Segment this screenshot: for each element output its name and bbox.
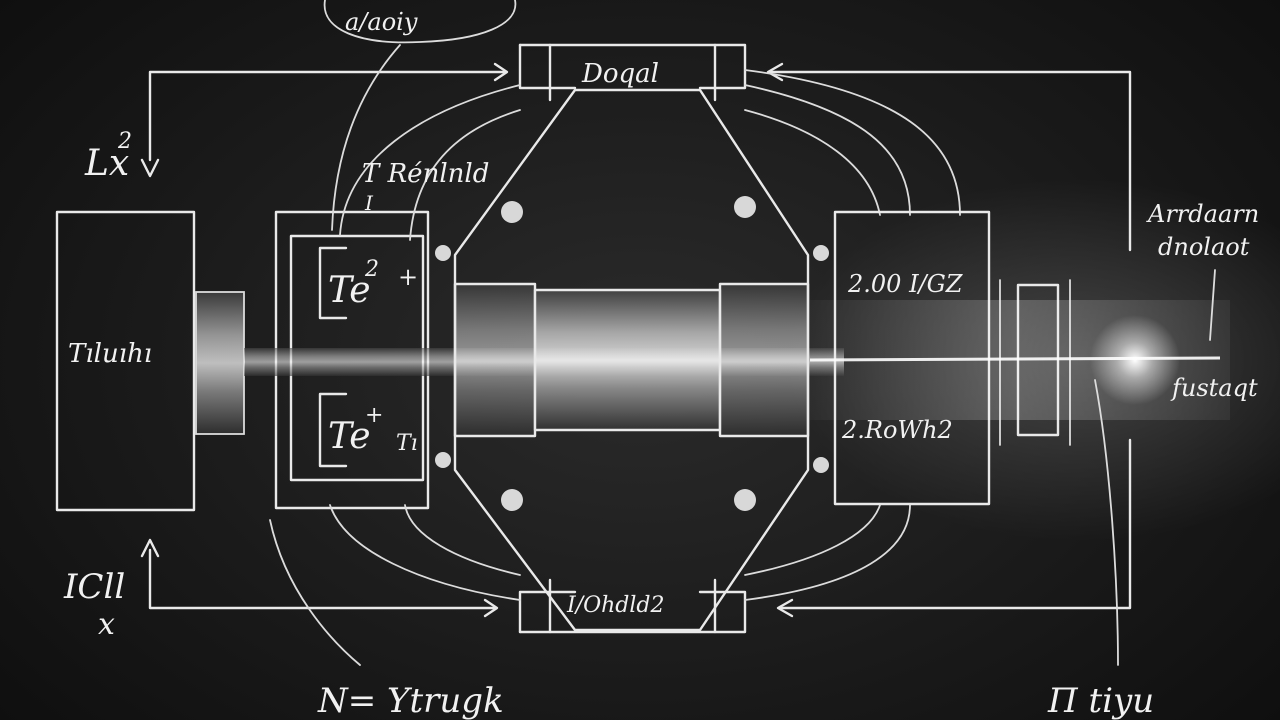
rotor-core bbox=[535, 290, 720, 430]
upper-coil-label: Te bbox=[328, 270, 371, 311]
beam-glow bbox=[1090, 315, 1180, 405]
lower-coil-bracket bbox=[318, 392, 348, 468]
upper-coil-sup: 2 bbox=[364, 257, 379, 282]
top-note: a/aoiy bbox=[345, 8, 418, 36]
upper-coil-mark: + bbox=[398, 263, 418, 291]
lower-coil-label: Te bbox=[328, 416, 371, 457]
feedback-loop-bottom bbox=[140, 438, 1132, 618]
rotor-right-block bbox=[720, 284, 808, 436]
left-box-label: Tıluıhı bbox=[68, 339, 152, 369]
flow-lines bbox=[329, 69, 961, 601]
left-shaft bbox=[196, 292, 244, 434]
far-right-top-2: dnolaot bbox=[1158, 233, 1250, 261]
left-box bbox=[55, 210, 196, 512]
middle-title: T Rénlnld bbox=[362, 159, 489, 189]
far-right-top-1: Arrdaarn bbox=[1146, 200, 1259, 228]
bottom-center-label: N= Ytrugk bbox=[317, 681, 504, 720]
left-symbol: Lx bbox=[84, 143, 129, 184]
bearing-dots bbox=[435, 196, 829, 511]
bottom-left-1: ICll bbox=[63, 567, 125, 607]
pointer-top bbox=[331, 44, 401, 231]
right-upper-label: 2.00 I/GZ bbox=[847, 270, 964, 298]
lower-coil-mark: Tı bbox=[396, 431, 418, 456]
top-bubble bbox=[323, 0, 517, 44]
middle-sub: I bbox=[364, 191, 374, 215]
bottom-chamber-label: I/Ohdld2 bbox=[566, 593, 665, 618]
octagon-chamber bbox=[453, 43, 810, 634]
lower-coil-sup: + bbox=[365, 403, 383, 428]
right-lower-label: 2.RoWh2 bbox=[841, 416, 953, 444]
bottom-left-2: x bbox=[98, 607, 115, 642]
rotor-left-block bbox=[455, 284, 535, 436]
pointer-bottom-right bbox=[1094, 379, 1119, 666]
feedback-loop-top bbox=[140, 62, 1132, 252]
bottom-right-label: Π tiyu bbox=[1047, 681, 1154, 720]
pointer-bottom bbox=[269, 519, 361, 666]
upper-coil-bracket bbox=[318, 246, 348, 320]
pointer-right bbox=[1209, 269, 1216, 341]
left-symbol-sup: 2 bbox=[117, 129, 132, 154]
top-chamber-label: Doqal bbox=[581, 59, 659, 89]
far-right-mid: fustaqt bbox=[1170, 374, 1258, 402]
